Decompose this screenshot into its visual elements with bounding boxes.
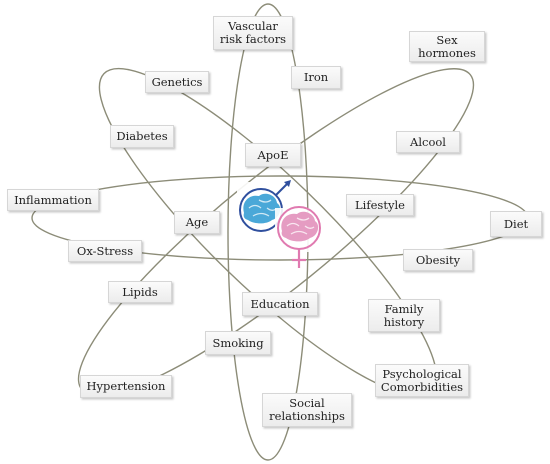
factor-diet: Diet: [490, 211, 542, 237]
factor-alcool: Alcool: [396, 131, 460, 153]
factor-psychological-comorbidities: Psychological Comorbidities: [375, 364, 469, 397]
factor-apoe: ApoE: [245, 143, 301, 167]
factor-lipids: Lipids: [108, 281, 172, 303]
factor-age: Age: [174, 211, 220, 234]
factor-hypertension: Hypertension: [80, 375, 172, 398]
female-brain-icon: [275, 206, 321, 268]
factor-inflammation: Inflammation: [7, 189, 99, 211]
factor-iron: Iron: [291, 66, 341, 89]
factor-diabetes: Diabetes: [110, 125, 174, 148]
factor-sex-hormones: Sex hormones: [409, 31, 485, 62]
factor-lifestyle: Lifestyle: [346, 194, 414, 216]
male-brain-icon: [237, 180, 291, 232]
factor-vascular-risk-factors: Vascular risk factors: [213, 16, 293, 50]
factor-genetics: Genetics: [145, 71, 209, 93]
factor-obesity: Obesity: [403, 249, 473, 271]
sex-brain-icons: [237, 180, 321, 268]
factor-education: Education: [242, 292, 318, 316]
factor-smoking: Smoking: [205, 331, 271, 355]
factor-social-relationships: Social relationships: [262, 393, 352, 427]
factor-ox-stress: Ox-Stress: [68, 240, 142, 262]
factor-family-history: Family history: [368, 299, 440, 332]
